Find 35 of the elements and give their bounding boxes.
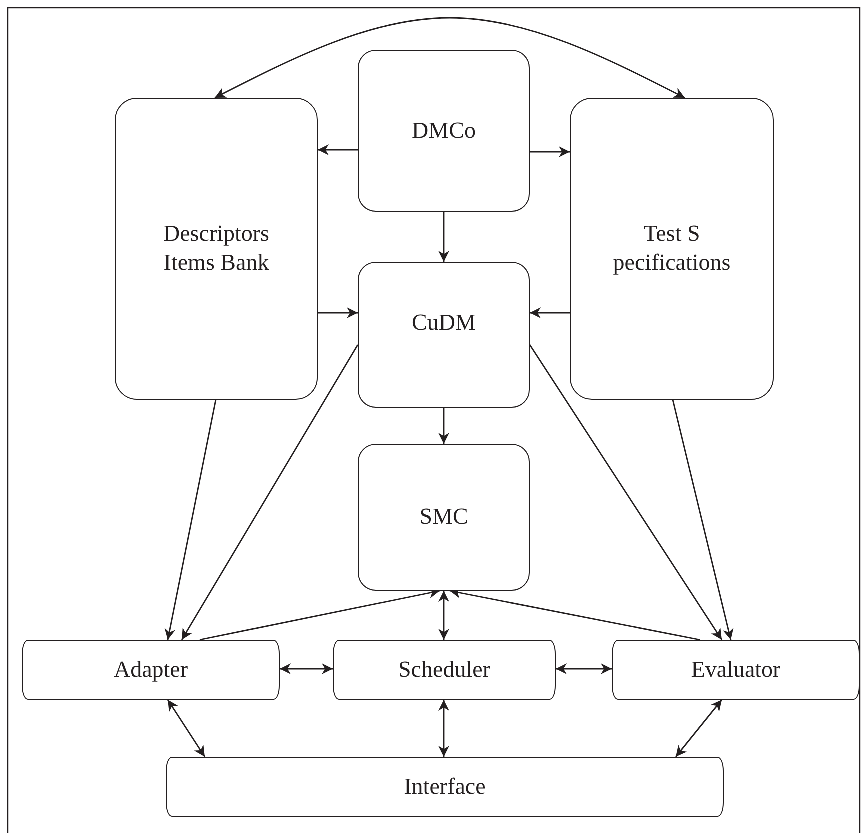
node-label: Interface [403, 772, 487, 801]
node-label: Test S pecifications [612, 220, 732, 277]
arrow [556, 664, 612, 674]
node-label: Scheduler [398, 656, 492, 684]
arrow [167, 700, 206, 758]
module-box [166, 757, 724, 817]
arrow [529, 344, 723, 640]
module-box [333, 640, 556, 700]
arrow [214, 17, 686, 99]
arrow [438, 408, 450, 444]
arrow [164, 400, 217, 640]
process-box [358, 444, 530, 591]
node-label: DMCo [411, 116, 477, 145]
process-box [570, 98, 774, 400]
arrow [318, 144, 358, 156]
arrow [675, 700, 723, 758]
arrow [280, 664, 333, 674]
arrow [318, 308, 358, 318]
node-label: Evaluator [690, 656, 782, 684]
process-box [358, 50, 530, 212]
arrow [438, 212, 450, 262]
arrow [438, 700, 450, 757]
module-box [612, 640, 860, 700]
node-label: CuDM [411, 308, 477, 337]
node-label: Adapter [112, 656, 190, 684]
arrow [672, 400, 734, 640]
process-box [115, 98, 318, 400]
arrow [438, 591, 450, 640]
arrow [181, 344, 359, 640]
node-label: SMC [418, 503, 470, 532]
process-box [358, 262, 530, 408]
node-label: Descriptors Items Bank [162, 220, 271, 277]
arrow [530, 308, 570, 318]
module-box [22, 640, 280, 700]
arrow [530, 146, 570, 158]
